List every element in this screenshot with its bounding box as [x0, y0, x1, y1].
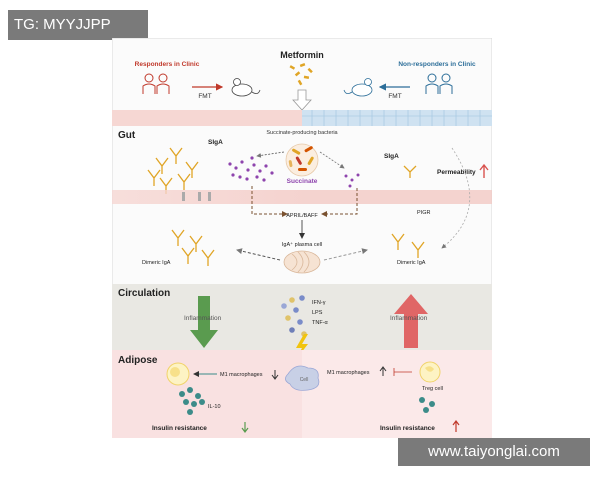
epithelium-band-left — [112, 110, 302, 126]
pigr-receptors-left — [182, 192, 211, 201]
up-arrow-icon — [479, 163, 489, 178]
lightning-icon — [294, 334, 308, 362]
responders-label: Responders in Clinic — [135, 61, 200, 68]
treg-label: Treg cell — [422, 386, 443, 392]
mouse-icon — [343, 78, 373, 97]
epithelium-band-right — [302, 110, 492, 126]
insulin-left-label: Insulin resistance — [152, 425, 207, 432]
lamina-band-left — [112, 190, 302, 204]
metformin-down-arrow — [292, 89, 312, 111]
circulation-title: Circulation — [118, 288, 170, 299]
fmt-right-label: FMT — [388, 93, 401, 100]
macrophage-cell-icon — [166, 362, 190, 386]
epithelium-cells-right — [302, 110, 492, 126]
m1-left-label: M1 macrophages — [220, 372, 263, 378]
plasma-cell-icon — [283, 250, 321, 274]
inflammation-down-arrow — [190, 296, 218, 348]
treg-cell-icon — [419, 361, 441, 383]
april-baff-arrow-right — [321, 188, 358, 217]
siga-right-label: SIgA — [384, 153, 399, 160]
pigr-label: PIGR — [417, 210, 430, 216]
il10-cluster-icon — [179, 387, 205, 415]
plasma-cell-label: IgA⁺ plasma cell — [282, 241, 322, 248]
succinate-dots-left — [228, 156, 274, 182]
metformin-pill-icon — [289, 63, 313, 86]
watermark: www.taiyonglai.com — [398, 438, 590, 466]
bacteria-label: Succinate-producing bacteria — [266, 130, 338, 136]
cytokine-ifn: IFN-γ — [312, 300, 326, 306]
macrophage-cell-icon: Cell — [285, 365, 320, 391]
adipose-background-right — [302, 350, 492, 438]
april-baff-label: APRIL/BAFF — [286, 213, 318, 219]
dimeric-arrow-right — [323, 248, 368, 261]
antibody-icon — [171, 229, 215, 266]
antibody-icon — [391, 233, 425, 258]
person-pair-icon — [425, 73, 453, 94]
dimeric-iga-left-label: Dimeric IgA — [142, 260, 171, 266]
succinate-dots-right — [344, 173, 360, 188]
cytokine-lps: LPS — [312, 310, 323, 316]
fmt-left-label: FMT — [198, 93, 211, 100]
m1-right-label: M1 macrophages — [327, 370, 370, 376]
channel-tag: TG: MYYJJPP — [8, 10, 148, 40]
metformin-title: Metformin — [280, 50, 324, 60]
down-arrow-icon — [241, 422, 249, 433]
inflammation-right-label: Inflammation — [390, 315, 428, 322]
bacteria-cluster-icon — [285, 143, 319, 177]
down-arrow-icon — [271, 370, 279, 380]
metformin-mechanism-diagram: Metformin Responders in Clinic Non-respo… — [112, 38, 492, 438]
succinate-label: Succinate — [287, 178, 318, 185]
permeability-label: Permeability — [437, 169, 476, 176]
succinate-arrow-left — [256, 151, 285, 158]
cytokine-tnf: TNF-α — [312, 320, 329, 326]
inflammation-up-arrow — [394, 294, 428, 348]
antibody-icon — [403, 165, 417, 178]
april-baff-arrow-left — [251, 186, 288, 217]
cytokine-cluster — [281, 295, 307, 337]
svg-text:Cell: Cell — [300, 377, 309, 383]
dimeric-iga-right-label: Dimeric IgA — [397, 260, 426, 266]
inflammation-left-label: Inflammation — [184, 315, 222, 322]
gut-title: Gut — [118, 130, 136, 141]
lamina-band-right — [302, 190, 492, 204]
dimeric-arrow-left — [236, 248, 281, 261]
il10-label: IL-10 — [208, 404, 221, 410]
gut-section: Gut Succinate-producing bacteria Succina… — [112, 110, 492, 274]
adipose-title: Adipose — [118, 355, 158, 366]
siga-left-label: SIgA — [208, 139, 223, 146]
adipose-section: Adipose M1 macrophages IL-10 Insulin res… — [112, 350, 492, 438]
insulin-right-label: Insulin resistance — [380, 425, 435, 432]
top-section: Metformin Responders in Clinic Non-respo… — [135, 50, 476, 111]
il10-cluster-icon — [419, 397, 435, 413]
up-arrow-icon — [379, 366, 387, 376]
succinate-arrow-right — [319, 151, 345, 169]
person-pair-icon — [142, 73, 170, 94]
up-arrow-icon — [452, 420, 460, 432]
non-responders-label: Non-responders in Clinic — [398, 61, 476, 68]
circulation-section: Circulation Inflammation Inflammation IF… — [112, 284, 492, 362]
mouse-icon — [231, 78, 261, 97]
